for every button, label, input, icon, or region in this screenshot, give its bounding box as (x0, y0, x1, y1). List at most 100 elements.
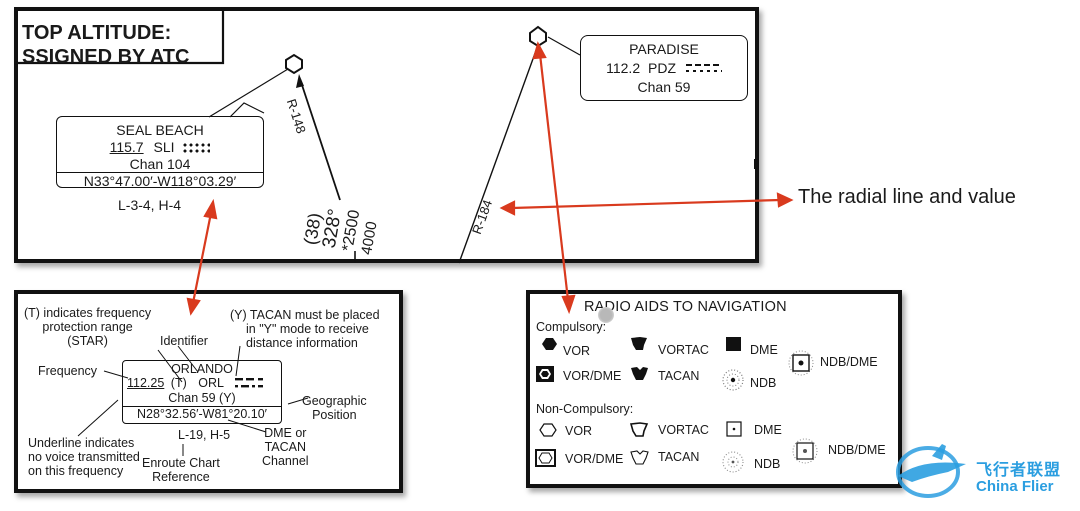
paradise-frequency: 112.2 (606, 60, 641, 76)
y-mode-note-line1: (Y) TACAN must be placed (230, 308, 380, 322)
orlando-position: N28°32.56′-W81°20.10′ (136, 407, 268, 421)
non-compulsory-vor-dme-icon (535, 449, 556, 467)
paradise-frequency-row: 112.2 PDZ (581, 59, 747, 78)
frequency-note: Frequency (38, 364, 98, 378)
compulsory-vortac-label: VORTAC (658, 343, 709, 357)
orlando-channel: Chan 59 (Y) (123, 391, 281, 407)
t-indicator-note-line2: protection range (42, 320, 133, 334)
radial-184-line (458, 44, 539, 264)
paradise-name: PARADISE (629, 41, 699, 57)
dme-tacan-note-line3: Channel (262, 454, 309, 468)
geographic-position-note-line2: Position (312, 408, 357, 422)
seal-beach-channel: Chan 104 (57, 156, 263, 173)
paradise-channel: Chan 59 (637, 79, 691, 95)
compulsory-ndb-dme-icon (788, 350, 814, 376)
dme-tacan-note: DME or TACAN Channel (262, 426, 309, 468)
seal-beach-name: SEAL BEACH (116, 122, 204, 138)
compulsory-dme-label: DME (750, 343, 778, 357)
y-mode-note-line2: in "Y" mode to receive (246, 322, 369, 336)
paradise-morse-icon (685, 63, 722, 76)
compulsory-ndb-icon (722, 369, 744, 391)
non-compulsory-vor-icon (539, 423, 557, 437)
t-indicator-note-line3: (STAR) (67, 334, 108, 348)
china-flier-watermark: 飞行者联盟 China Flier (888, 438, 1080, 502)
seal-beach-info-box: SEAL BEACH 115.7 SLI Chan 104 N33°47.00′… (56, 116, 264, 189)
paradise-identifier: PDZ (648, 60, 676, 76)
orlando-frequency-row: 112.25 (T) ORL (123, 376, 281, 391)
t-indicator-note: (T) indicates frequency protection range… (24, 306, 151, 348)
vor-box-legend-lines (77, 345, 309, 456)
top-chart-panel: TOP ALTITUDE: SSIGNED BY ATC SEAL BEACH … (14, 7, 759, 264)
radio-aids-title: RADIO AIDS TO NAVIGATION (584, 299, 787, 315)
radial-callout-text: The radial line and value (798, 186, 1016, 208)
underline-note: Underline indicates no voice transmitted… (28, 436, 140, 478)
compulsory-ndb-label: NDB (750, 376, 777, 390)
compulsory-tacan-label: TACAN (658, 369, 700, 383)
seal-beach-frequency-row: 115.7 SLI (57, 139, 263, 156)
t-indicator-note-line1: (T) indicates frequency (24, 306, 152, 320)
compulsory-vor-icon (542, 338, 557, 350)
non-compulsory-ndb-label: NDB (754, 457, 781, 471)
compulsory-vortac-icon (631, 337, 647, 350)
non-compulsory-tacan-label: TACAN (658, 450, 700, 464)
radio-aids-legend-panel: RADIO AIDS TO NAVIGATION Compulsory: (526, 290, 902, 488)
non-compulsory-ndb-dme-icon (792, 438, 818, 464)
altitude-note: TOP ALTITUDE: SSIGNED BY ATC (22, 21, 189, 69)
compulsory-tacan-icon (631, 367, 648, 380)
watermark-chinese-text: 飞行者联盟 (976, 460, 1062, 479)
dme-tacan-note-line1: DME or (264, 426, 307, 440)
enroute-chart-note-line2: Reference (152, 470, 210, 484)
altitude-note-line2: SSIGNED BY ATC (22, 46, 190, 68)
compulsory-vor-dme-label: VOR/DME (563, 369, 622, 383)
orlando-chart-ref: L-19, H-5 (178, 428, 231, 442)
radio-aids-symbols (535, 337, 818, 473)
orlando-sample-box: ORLANDO 112.25 (T) ORL Chan 59 (Y) N28°3… (122, 360, 282, 424)
non-compulsory-heading: Non-Compulsory: (536, 402, 634, 416)
underline-note-line3: on this frequency (28, 464, 124, 478)
paradise-info-box: PARADISE 112.2 PDZ Chan 59 (580, 35, 748, 101)
non-compulsory-vor-label: VOR (565, 424, 593, 438)
enroute-chart-note: Enroute Chart Reference (142, 456, 220, 484)
non-compulsory-vortac-icon (629, 422, 649, 437)
paradise-vortac-icon (529, 25, 547, 48)
seal-beach-chart-ref: L-3-4, H-4 (118, 197, 182, 213)
seal-beach-frequency: 115.7 (109, 139, 144, 155)
non-compulsory-dme-icon (726, 421, 742, 437)
orlando-frequency: 112.25 (127, 376, 165, 390)
vor-box-legend-panel: (T) indicates frequency protection range… (14, 290, 403, 493)
orlando-identifier: ORL (198, 376, 224, 390)
seal-beach-morse-icon (182, 142, 211, 155)
geographic-position-note-line1: Geographic (302, 394, 367, 408)
compulsory-vor-label: VOR (563, 344, 591, 358)
non-compulsory-tacan-icon (630, 450, 649, 465)
compulsory-dme-icon (726, 337, 741, 351)
non-compulsory-dme-label: DME (754, 423, 782, 437)
underline-note-line1: Underline indicates (28, 436, 135, 450)
seal-beach-vortac-icon (285, 53, 303, 75)
seal-beach-identifier: SLI (153, 139, 175, 155)
orlando-t: (T) (170, 376, 187, 390)
compulsory-heading: Compulsory: (536, 320, 607, 334)
non-compulsory-vor-dme-label: VOR/DME (565, 452, 624, 466)
grey-dot (598, 307, 614, 323)
non-compulsory-vortac-label: VORTAC (658, 423, 709, 437)
compulsory-vor-dme-icon (536, 366, 554, 382)
seal-beach-position: N33°47.00′-W118°03.29′ (83, 173, 237, 189)
watermark-english-text: China Flier (976, 478, 1054, 495)
radial-148-line (299, 78, 341, 201)
china-flier-logo-icon (896, 444, 966, 498)
top-chart-graphics (14, 7, 757, 264)
y-mode-note: (Y) TACAN must be placed in "Y" mode to … (230, 308, 380, 350)
enroute-chart-note-line1: Enroute Chart (142, 456, 220, 470)
altitude-note-line1: TOP ALTITUDE: (22, 22, 172, 44)
orlando-name: ORLANDO (171, 362, 233, 376)
non-compulsory-ndb-icon (722, 451, 744, 473)
orlando-morse-icon (235, 378, 263, 388)
non-compulsory-ndb-dme-label: NDB/DME (828, 443, 886, 457)
dme-tacan-note-line2: TACAN (264, 440, 306, 454)
geographic-position-note: Geographic Position (302, 394, 367, 422)
underline-note-line2: no voice transmitted (28, 450, 140, 464)
compulsory-ndb-dme-label: NDB/DME (820, 355, 878, 369)
y-mode-note-line3: distance information (246, 336, 358, 350)
identifier-note: Identifier (160, 334, 208, 348)
